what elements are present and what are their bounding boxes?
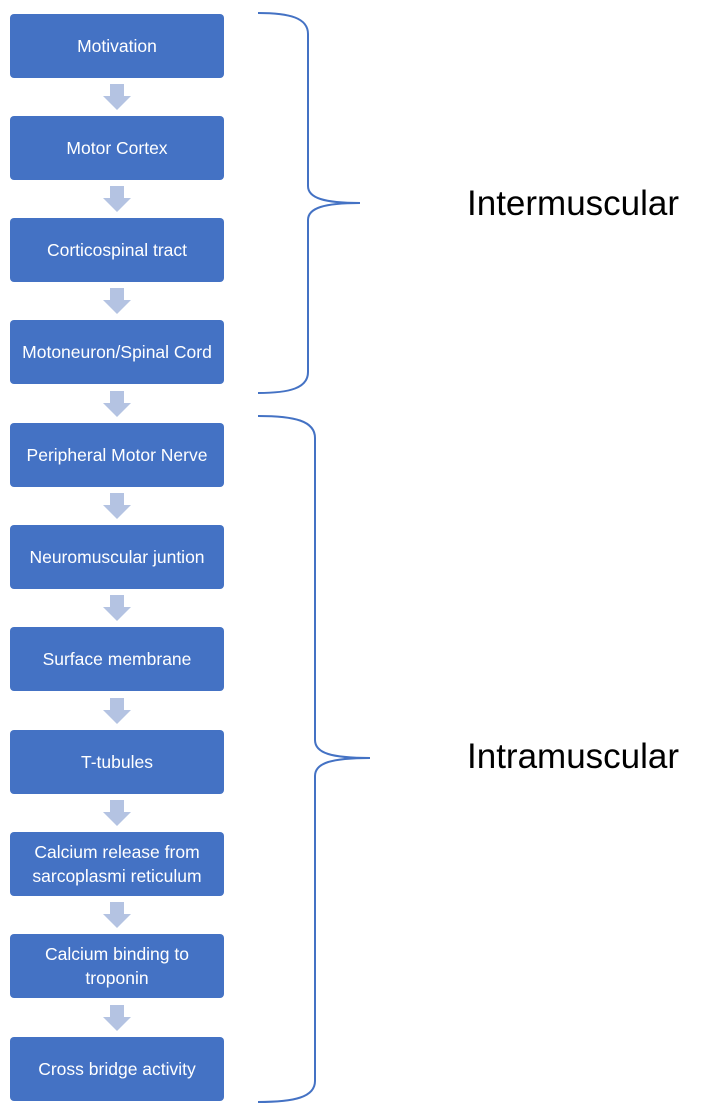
step-label: Motoneuron/Spinal Cord [22,342,212,362]
intramuscular-brace [257,415,371,1103]
step-label: Corticospinal tract [46,240,188,260]
step-label: T-tubules [81,752,153,772]
down-arrow-icon [103,902,131,928]
down-arrow-icon [103,391,131,417]
down-arrow-icon [103,698,131,724]
down-arrow-icon [103,1005,131,1031]
step-label: Motivation [77,36,157,56]
step-label: Calcium binding to troponin [45,944,189,988]
step-calcium-binding: Calcium binding to troponin [10,934,224,998]
intermuscular-brace [257,12,361,394]
step-peripheral-motor-nerve: Peripheral Motor Nerve [10,423,224,487]
step-surface-membrane: Surface membrane [10,627,224,691]
step-motoneuron-spinal-cord: Motoneuron/Spinal Cord [10,320,224,384]
step-label: Cross bridge activity [38,1059,196,1079]
step-label: Surface membrane [42,649,192,669]
down-arrow-icon [103,800,131,826]
step-label: Peripheral Motor Nerve [26,445,208,465]
step-label: Neuromuscular juntion [29,547,205,567]
down-arrow-icon [103,186,131,212]
group-label-intermuscular: Intermuscular [467,184,680,223]
step-neuromuscular-junction: Neuromuscular juntion [10,525,224,589]
step-corticospinal-tract: Corticospinal tract [10,218,224,282]
group-label-intramuscular: Intramuscular [467,737,680,776]
down-arrow-icon [103,493,131,519]
step-motor-cortex: Motor Cortex [10,116,224,180]
step-label: Calcium release from sarcoplasmi reticul… [32,842,202,886]
down-arrow-icon [103,84,131,110]
down-arrow-icon [103,288,131,314]
step-calcium-release: Calcium release from sarcoplasmi reticul… [10,832,224,896]
step-cross-bridge-activity: Cross bridge activity [10,1037,224,1101]
down-arrow-icon [103,595,131,621]
step-motivation: Motivation [10,14,224,78]
step-label: Motor Cortex [66,138,168,158]
step-t-tubules: T-tubules [10,730,224,794]
